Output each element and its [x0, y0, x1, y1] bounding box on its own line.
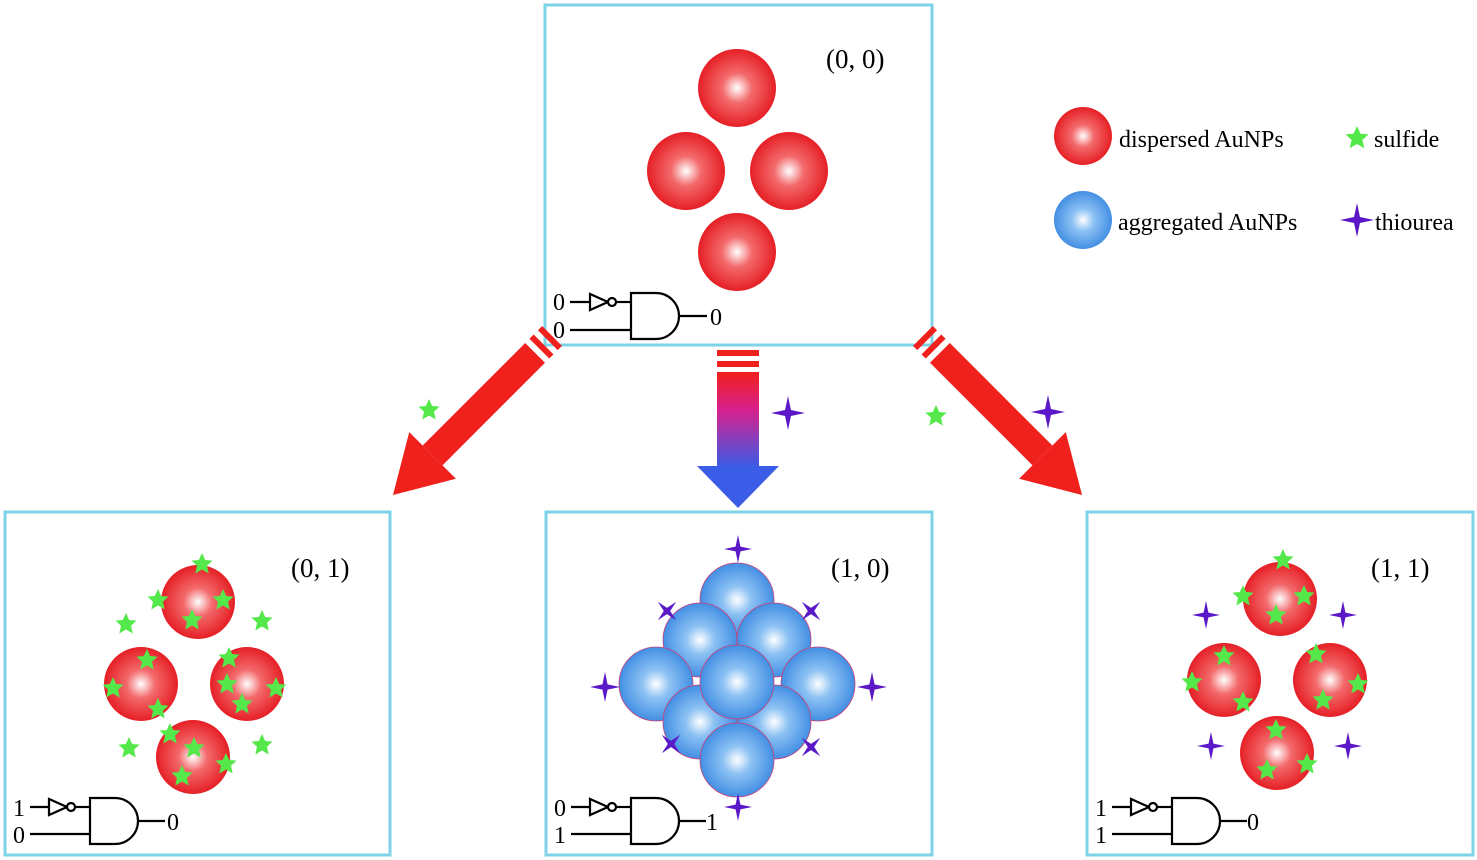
state-label-right: (1, 1) — [1371, 553, 1429, 583]
dispersed-aunp — [750, 132, 828, 210]
sulfide-star-icon — [1345, 126, 1369, 149]
logic-gate-middle — [571, 796, 706, 846]
state-label-left: (0, 1) — [291, 553, 349, 583]
top-dispersed-particles — [647, 49, 828, 291]
dispersed-aunp — [1240, 716, 1314, 790]
thiourea-cross-icon — [1340, 203, 1374, 237]
aggregated-aunp — [699, 722, 775, 798]
gate-top-input-b: 0 — [553, 318, 565, 344]
gate-top-output: 0 — [710, 305, 722, 331]
aggregated-aunp — [699, 644, 775, 720]
state-label-top: (0, 0) — [826, 44, 884, 74]
gate-left-output: 0 — [167, 810, 179, 836]
state-label-middle: (1, 0) — [831, 553, 889, 583]
arrow-to-left-panel — [392, 326, 562, 496]
dispersed-aunp — [210, 647, 284, 721]
legend-thiourea-label: thiourea — [1375, 210, 1454, 236]
thiourea-cross-icon — [771, 396, 805, 430]
gate-middle-input-b: 1 — [554, 823, 566, 849]
legend-sulfide-label: sulfide — [1374, 127, 1439, 153]
gate-top-input-a: 0 — [553, 290, 565, 316]
gate-left-input-b: 0 — [13, 823, 25, 849]
arrow-to-middle-panel — [697, 350, 779, 508]
thiourea-cross-icon — [1031, 395, 1065, 429]
sulfide-star-icon — [418, 399, 440, 420]
gate-right-input-a: 1 — [1095, 796, 1107, 822]
gate-middle-input-a: 0 — [554, 796, 566, 822]
arrow-to-right-panel — [913, 326, 1083, 496]
sulfide-star-icon — [925, 405, 947, 426]
dispersed-aunp — [1243, 562, 1317, 636]
right-particles — [1187, 562, 1367, 790]
legend-dispersed-label: dispersed AuNPs — [1119, 127, 1284, 153]
logic-gate-left — [30, 796, 165, 846]
gate-left-input-a: 1 — [13, 796, 25, 822]
dispersed-aunp — [161, 565, 235, 639]
legend: dispersed AuNPs sulfide aggregated AuNPs… — [1054, 107, 1454, 249]
logic-gate-top — [570, 291, 707, 341]
legend-aggregated-label: aggregated AuNPs — [1118, 210, 1297, 236]
legend-aggregated-swatch — [1054, 191, 1112, 249]
gate-right-output: 0 — [1247, 810, 1259, 836]
dispersed-aunp — [698, 49, 776, 127]
middle-aggregated-particles — [618, 562, 856, 798]
logic-gate-right — [1112, 796, 1247, 846]
gate-right-input-b: 1 — [1095, 823, 1107, 849]
legend-dispersed-swatch — [1054, 107, 1112, 165]
dispersed-aunp — [647, 132, 725, 210]
dispersed-aunp — [698, 213, 776, 291]
gate-middle-output: 1 — [706, 810, 718, 836]
